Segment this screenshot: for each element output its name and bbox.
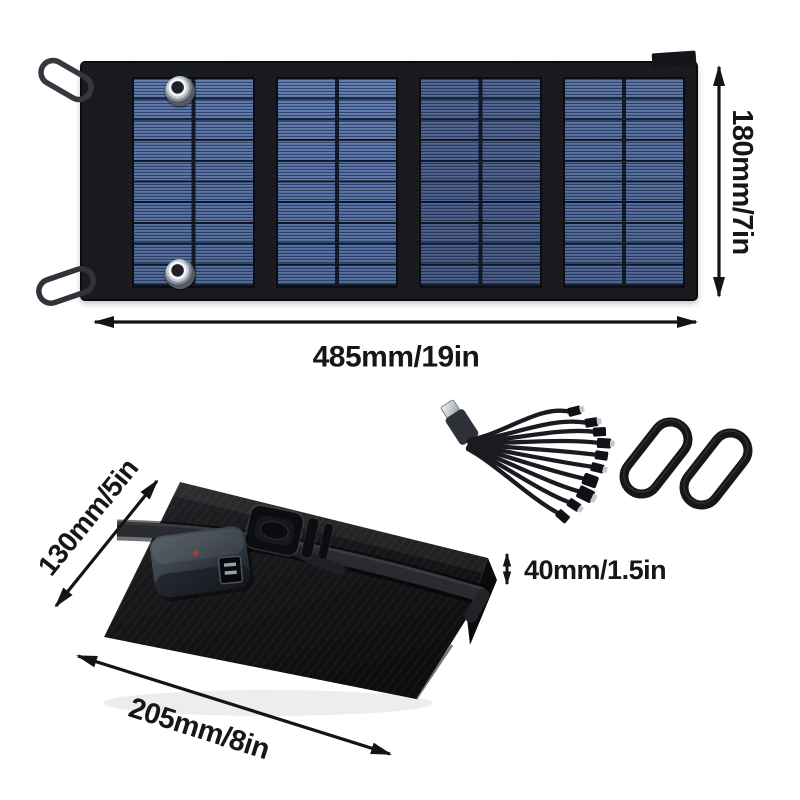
grommet-bottom	[165, 259, 195, 289]
unfolded-solar-panel	[80, 50, 698, 301]
carabiner-gate	[639, 422, 668, 457]
usb-port	[217, 555, 244, 585]
solar-panel-row	[132, 77, 685, 288]
multi-usb-cable	[440, 399, 615, 524]
depth-dimension-arrow	[54, 479, 159, 608]
carabiner-gate	[699, 433, 728, 468]
carabiner-top-icon	[38, 57, 94, 103]
grommet-top	[165, 76, 195, 106]
solar-panel-section-3	[419, 77, 542, 288]
folded-width-dimension-arrow	[76, 654, 392, 756]
strap-buckle	[244, 504, 334, 560]
cable-strands	[465, 408, 603, 517]
dimension-arrows	[54, 65, 725, 756]
height-dimension-label: 180mm/7in	[726, 109, 758, 254]
folded-solar-pouch	[103, 481, 497, 716]
solar-panel-section-2	[275, 77, 398, 288]
carabiner-bottom-icon	[36, 266, 96, 306]
width-dimension-label: 485mm/19in	[313, 341, 480, 374]
thickness-dimension-label: 40mm/1.5in	[524, 555, 666, 585]
solar-panel-section-1	[132, 77, 255, 288]
solar-panel-section-4	[562, 77, 685, 288]
carabiner-right	[679, 428, 753, 510]
usb-connector-head	[440, 399, 480, 446]
carabiner-left	[619, 417, 693, 499]
usb-output-module	[149, 526, 254, 602]
led-indicator	[193, 550, 199, 557]
cable-connectors	[555, 405, 615, 524]
